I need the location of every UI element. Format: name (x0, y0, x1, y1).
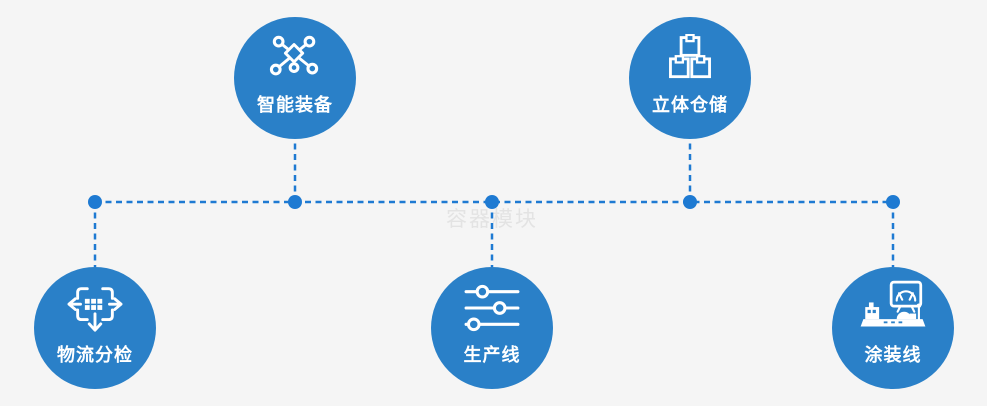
sliders-icon (464, 284, 520, 332)
junction-dot (288, 195, 302, 209)
node-coating-line: 涂装线 (832, 267, 954, 389)
icon-wrap (463, 279, 521, 337)
icon-wrap (665, 29, 715, 87)
node-label-coating-line: 涂装线 (864, 345, 922, 366)
node-label-production-line: 生产线 (463, 345, 521, 366)
junction-dot (88, 195, 102, 209)
network-nodes-icon (269, 35, 319, 76)
stacked-boxes-icon (669, 34, 711, 79)
node-label-smart-equipment: 智能装备 (257, 95, 333, 116)
junction-dot (485, 195, 499, 209)
junction-dot (683, 195, 697, 209)
node-label-stereoscopic-warehouse: 立体仓储 (652, 95, 728, 116)
node-logistics-sorting: 物流分检 (34, 267, 156, 389)
node-stereoscopic-warehouse: 立体仓储 (629, 17, 751, 139)
icon-wrap (856, 279, 930, 337)
node-production-line: 生产线 (431, 267, 553, 389)
node-label-logistics-sorting: 物流分检 (57, 345, 133, 366)
icon-wrap (266, 29, 324, 87)
node-smart-equipment: 智能装备 (234, 17, 356, 139)
sorting-arrows-icon (67, 287, 123, 332)
junction-dot (886, 195, 900, 209)
icon-wrap (66, 279, 124, 337)
coating-machine-icon (860, 280, 926, 327)
